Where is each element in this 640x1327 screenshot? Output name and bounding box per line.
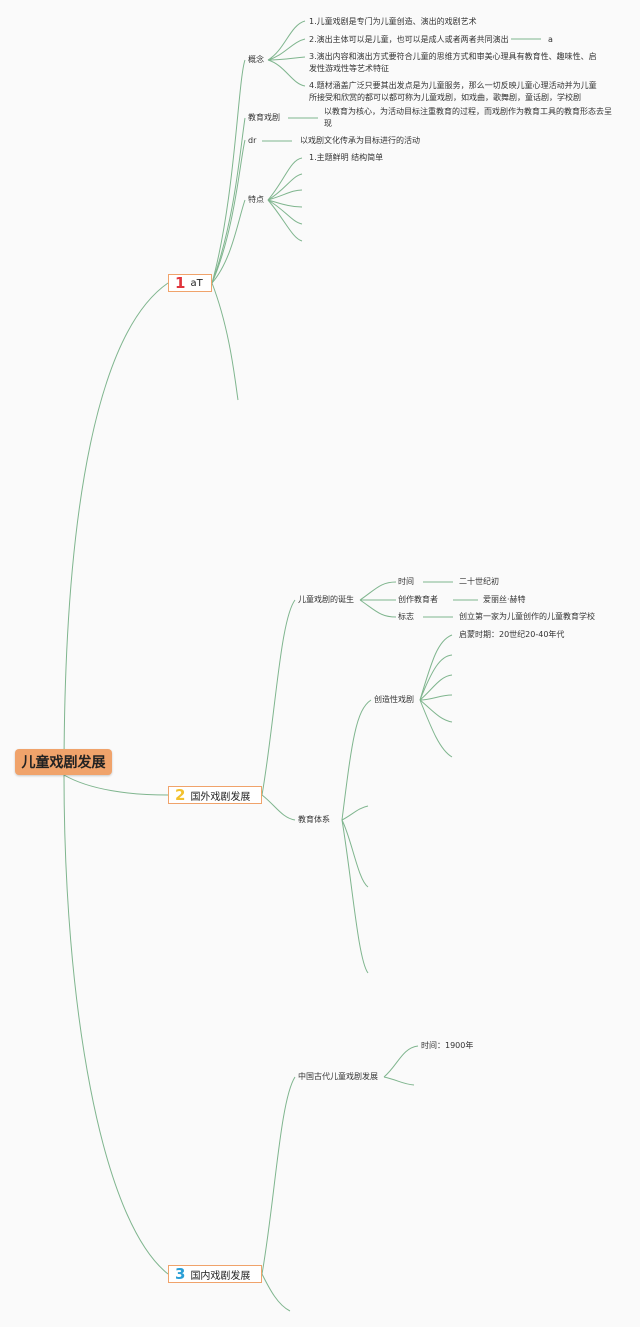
concept-item-3[interactable]: 3.演出内容和演出方式要符合儿童的思维方式和审美心理具有教育性、趣味性、启发性游… [309,52,597,73]
creative-drama-item-1[interactable]: 启蒙时期：20世纪20-40年代 [459,630,565,639]
edu-drama-text[interactable]: 以教育为核心，为活动目标注重教育的过程，而戏剧作为教育工具的教育形态去呈现 [324,107,612,128]
concept-item-1[interactable]: 1.儿童戏剧是专门为儿童创造、演出的戏剧艺术 [309,17,477,26]
features-item-1[interactable]: 1.主题鲜明 结构简单 [309,153,384,162]
birth-mark-key[interactable]: 标志 [398,612,414,621]
branch-3-label: 国内戏剧发展 [190,1270,251,1282]
ancient-item-1[interactable]: 时间：1900年 [421,1041,474,1050]
branch-3-number: 3 [175,1265,186,1283]
dr-node[interactable]: dr [248,136,257,145]
birth-time-key[interactable]: 时间 [398,577,414,586]
birth-time-value[interactable]: 二十世纪初 [459,577,499,586]
birth-creator-key[interactable]: 创作教育者 [398,595,438,604]
root-node[interactable]: 儿童戏剧发展 [15,749,112,775]
ancient-node[interactable]: 中国古代儿童戏剧发展 [298,1072,378,1081]
birth-mark-value[interactable]: 创立第一家为儿童创作的儿童教育学校 [459,612,595,621]
birth-node[interactable]: 儿童戏剧的诞生 [298,595,354,604]
branch-1-number: 1 [175,274,186,292]
concept-item-2[interactable]: 2.演出主体可以是儿童，也可以是成人或者两者共同演出 [309,35,509,44]
features-node[interactable]: 特点 [248,195,264,204]
creative-drama-node[interactable]: 创造性戏剧 [374,695,414,704]
birth-creator-value[interactable]: 爱丽丝·赫特 [483,595,526,604]
dr-text[interactable]: 以戏剧文化传承为目标进行的活动 [300,136,420,145]
edu-drama-node[interactable]: 教育戏剧 [248,113,280,122]
branch-1-label: aT [190,277,203,289]
branch-1-node[interactable]: 1 aT [168,274,212,292]
concept-item-2-note[interactable]: a [548,35,553,44]
branch-3-node[interactable]: 3 国内戏剧发展 [168,1265,262,1283]
branch-2-number: 2 [175,786,186,804]
concept-node[interactable]: 概念 [248,55,264,64]
edu-system-node[interactable]: 教育体系 [298,815,330,824]
branch-2-node[interactable]: 2 国外戏剧发展 [168,786,262,804]
concept-item-4[interactable]: 4.题材涵盖广泛只要其出发点是为儿童服务，那么一切反映儿童心理活动并为儿童所接受… [309,81,597,102]
branch-2-label: 国外戏剧发展 [190,791,251,803]
